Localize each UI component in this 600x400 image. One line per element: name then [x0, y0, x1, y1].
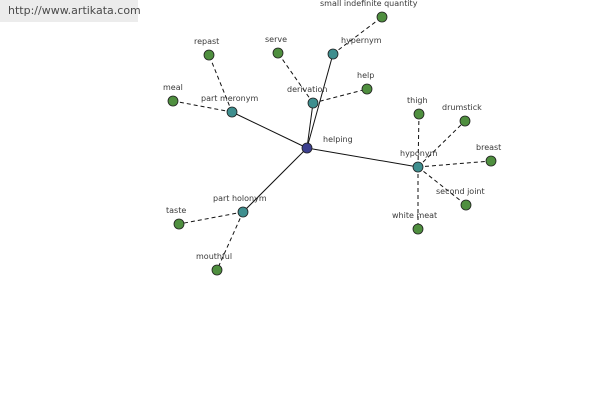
relation-label-derivation: derivation — [287, 85, 327, 94]
leaf-node-taste[interactable] — [173, 218, 185, 230]
edge-part-holonym-taste — [178, 211, 244, 225]
leaf-label-help: help — [357, 71, 374, 80]
leaf-node-meal[interactable] — [167, 95, 179, 107]
leaf-node-serve[interactable] — [272, 47, 284, 59]
leaf-node-mouthful[interactable] — [211, 264, 223, 276]
edge-hyponym-thigh — [417, 113, 420, 168]
center-node-helping[interactable] — [301, 142, 313, 154]
edge-helping-derivation — [306, 102, 314, 149]
leaf-node-small-indefinite-quantity[interactable] — [376, 11, 388, 23]
relation-node-hyponym[interactable] — [412, 161, 424, 173]
leaf-label-breast: breast — [476, 143, 501, 152]
leaf-label-taste: taste — [166, 206, 186, 215]
leaf-label-white-meat: white meat — [392, 211, 437, 220]
relation-node-part-meronym[interactable] — [226, 106, 238, 118]
leaf-label-meal: meal — [163, 83, 183, 92]
leaf-node-repast[interactable] — [203, 49, 215, 61]
relation-label-part-meronym: part meronym — [201, 94, 258, 103]
leaf-label-drumstick: drumstick — [442, 103, 482, 112]
edge-hypernym-small-indefinite-quantity — [332, 16, 383, 55]
edge-helping-part-holonym — [242, 147, 308, 213]
leaf-node-drumstick[interactable] — [459, 115, 471, 127]
relation-node-hypernym[interactable] — [327, 48, 339, 60]
leaf-node-white-meat[interactable] — [412, 223, 424, 235]
leaf-label-second-joint: second joint — [436, 187, 485, 196]
center-label-helping: helping — [323, 135, 353, 144]
edge-hyponym-second-joint — [417, 166, 467, 206]
leaf-label-serve: serve — [265, 35, 287, 44]
leaf-label-thigh: thigh — [407, 96, 428, 105]
leaf-node-second-joint[interactable] — [460, 199, 472, 211]
leaf-node-help[interactable] — [361, 83, 373, 95]
relation-node-derivation[interactable] — [307, 97, 319, 109]
leaf-label-small-indefinite-quantity: small indefinite quantity — [320, 0, 418, 8]
edge-part-meronym-repast — [208, 54, 233, 113]
edge-derivation-help — [312, 88, 368, 104]
edge-part-meronym-meal — [172, 100, 233, 113]
edge-hyponym-drumstick — [417, 120, 466, 168]
relation-label-hyponym: hyponym — [400, 149, 438, 158]
leaf-label-mouthful: mouthful — [196, 252, 232, 261]
relation-label-part-holonym: part holonym — [213, 194, 267, 203]
leaf-label-repast: repast — [194, 37, 219, 46]
edge-derivation-serve — [277, 52, 314, 104]
edge-helping-part-meronym — [231, 111, 308, 149]
relation-label-hypernym: hypernym — [341, 36, 382, 45]
edge-hyponym-breast — [417, 160, 492, 168]
relation-node-part-holonym[interactable] — [237, 206, 249, 218]
edge-part-holonym-mouthful — [216, 211, 244, 271]
leaf-node-breast[interactable] — [485, 155, 497, 167]
leaf-node-thigh[interactable] — [413, 108, 425, 120]
edge-helping-hyponym — [306, 147, 419, 168]
source-link[interactable]: http://www.artikata.com — [0, 0, 141, 22]
